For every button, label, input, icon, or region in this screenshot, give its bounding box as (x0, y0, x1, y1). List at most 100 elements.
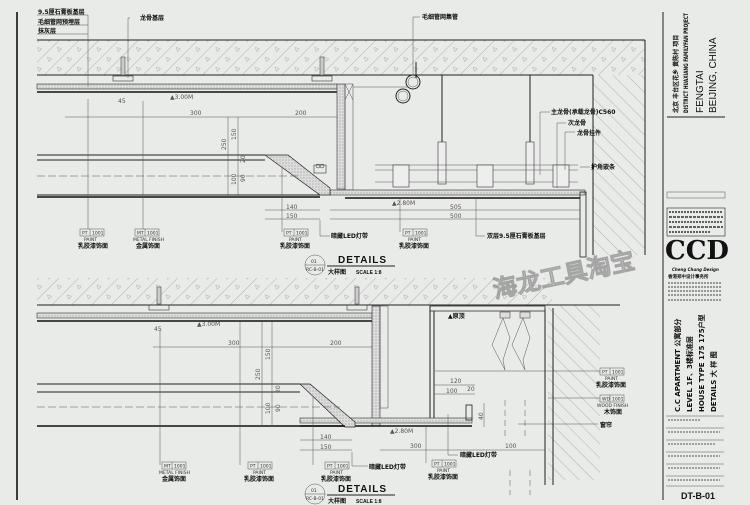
level-marker: ▲原顶 (448, 312, 465, 320)
svg-text:PT: PT (602, 370, 608, 376)
svg-text:PT: PT (405, 231, 411, 237)
curtain-icon (491, 311, 531, 495)
svg-text:01: 01 (311, 488, 317, 494)
dimension-300: 300 (228, 340, 240, 347)
callout-gypsum-layer: 9.5厘石膏板基层 (38, 8, 85, 16)
gypsum-ceiling-layer (36, 83, 338, 90)
svg-text:METAL FINISH: METAL FINISH (133, 237, 164, 243)
svg-text:乳胶漆饰面: 乳胶漆饰面 (428, 473, 458, 481)
dimension-90: 90 (275, 404, 282, 412)
gypsum-ceiling-layer (36, 312, 373, 319)
svg-text:PAINT: PAINT (289, 237, 302, 243)
cove-side-panel (371, 305, 381, 427)
svg-text:PAINT: PAINT (253, 470, 266, 476)
dimension-150: 150 (320, 444, 332, 451)
svg-text:PAINT: PAINT (330, 470, 343, 476)
level-marker: ▲2.80M (392, 200, 415, 207)
callout-capillary-header: 毛细管网集管 (422, 13, 458, 21)
dimension-150-vertical: 150 (265, 348, 272, 360)
callout-secondary-keel: 次龙骨 (568, 119, 586, 127)
svg-text:1001: 1001 (296, 231, 308, 237)
svg-text:DETAILS: DETAILS (338, 484, 387, 495)
dimension-90: 90 (240, 174, 247, 182)
keel-clip (476, 164, 494, 188)
dimension-20: 20 (240, 155, 247, 163)
svg-text:MT: MT (164, 464, 171, 470)
svg-text:PAINT: PAINT (605, 376, 618, 382)
cove-pelmet (263, 154, 331, 196)
dimension-100: 100 (265, 402, 272, 414)
svg-text:SCALE 1:8: SCALE 1:8 (356, 270, 382, 276)
project-country: BEIJING, CHINA (708, 37, 719, 113)
svg-text:SCALE 1:8: SCALE 1:8 (356, 499, 382, 505)
dimension-40: 40 (478, 412, 485, 420)
svg-text:1001: 1001 (415, 231, 427, 237)
svg-text:WD: WD (602, 397, 610, 403)
callout-plaster-layer: 抹灰层 (38, 27, 56, 35)
svg-text:乳胶漆饰面: 乳胶漆饰面 (78, 242, 108, 250)
svg-text:乳胶漆饰面: 乳胶漆饰面 (399, 242, 429, 250)
svg-text:PT: PT (82, 231, 88, 237)
dimension-45: 45 (154, 326, 162, 333)
led-strip-icon (313, 163, 327, 174)
svg-text:金属饰面: 金属饰面 (161, 475, 186, 483)
level-marker: ▲3.00M (170, 94, 193, 101)
dimension-140: 140 (320, 434, 332, 441)
level-marker: ▲2.80M (390, 428, 413, 435)
svg-text:PAINT: PAINT (408, 237, 421, 243)
project-name-en: DISTRICT HUAXIANG FAMILYFAN PROJECT (682, 13, 690, 113)
sheet-house-type: HOUSE TYPE 175 175户型 (697, 314, 706, 412)
svg-text:PAINT: PAINT (84, 237, 97, 243)
concrete-slab (37, 40, 645, 75)
callout-led-strip: 暗藏LED灯带 (369, 463, 406, 471)
svg-text:乳胶漆饰面: 乳胶漆饰面 (596, 381, 626, 389)
concrete-slab (37, 278, 552, 305)
keel-clip (552, 164, 570, 188)
keel-clip (392, 164, 410, 188)
dimension-100b: 100 (446, 388, 458, 395)
dimension-140: 140 (286, 204, 298, 211)
hanger-bracket (525, 141, 535, 185)
svg-text:1001: 1001 (147, 231, 159, 237)
svg-text:乳胶漆饰面: 乳胶漆饰面 (280, 242, 310, 250)
anchor-bolt (346, 286, 368, 311)
dimension-300b: 300 (410, 443, 422, 450)
svg-text:大样图: 大样图 (328, 268, 346, 276)
project-name-cn: 北京 丰台区花乡 黄陈村 项目 (672, 35, 680, 113)
dimension-100: 100 (231, 173, 238, 185)
dimension-45: 45 (118, 98, 126, 105)
sheet-apartment: C.C APARTMENT 公寓部分 (673, 319, 682, 412)
callout-main-keel: 主龙骨(承载龙骨)C560 (551, 108, 615, 116)
dimension-500: 500 (450, 213, 462, 220)
callout-keel-hanger: 龙骨挂件 (577, 129, 601, 137)
bottom-detail: 300 200 150 250 100 90 20 45 140 150 120… (36, 278, 628, 505)
svg-text:PT: PT (286, 231, 292, 237)
title-block: 北京 丰台区花乡 黄陈村 项目 DISTRICT HUAXIANG FAMILY… (665, 13, 729, 501)
svg-text:金属饰面: 金属饰面 (135, 242, 160, 250)
sheet-details: DETAILS 大 样 图 (709, 351, 718, 412)
svg-text:PT: PT (327, 464, 333, 470)
dimension-150: 150 (286, 213, 298, 220)
ccd-logo: CCD (665, 236, 729, 266)
dimension-120: 120 (450, 378, 462, 385)
svg-text:RC-B-01: RC-B-01 (306, 267, 324, 273)
svg-text:1001: 1001 (612, 397, 624, 403)
svg-text:PT: PT (250, 464, 256, 470)
svg-text:1001: 1001 (337, 464, 349, 470)
svg-text:1001: 1001 (92, 231, 104, 237)
hanger-bracket (437, 141, 447, 185)
capillary-pipe-icon (353, 74, 421, 104)
cove-pelmet (299, 383, 356, 428)
svg-text:01: 01 (311, 259, 317, 265)
anchor-bolt (148, 286, 170, 311)
watermark: 海龙工具淘宝 (490, 247, 637, 304)
concrete-wall (548, 305, 600, 480)
